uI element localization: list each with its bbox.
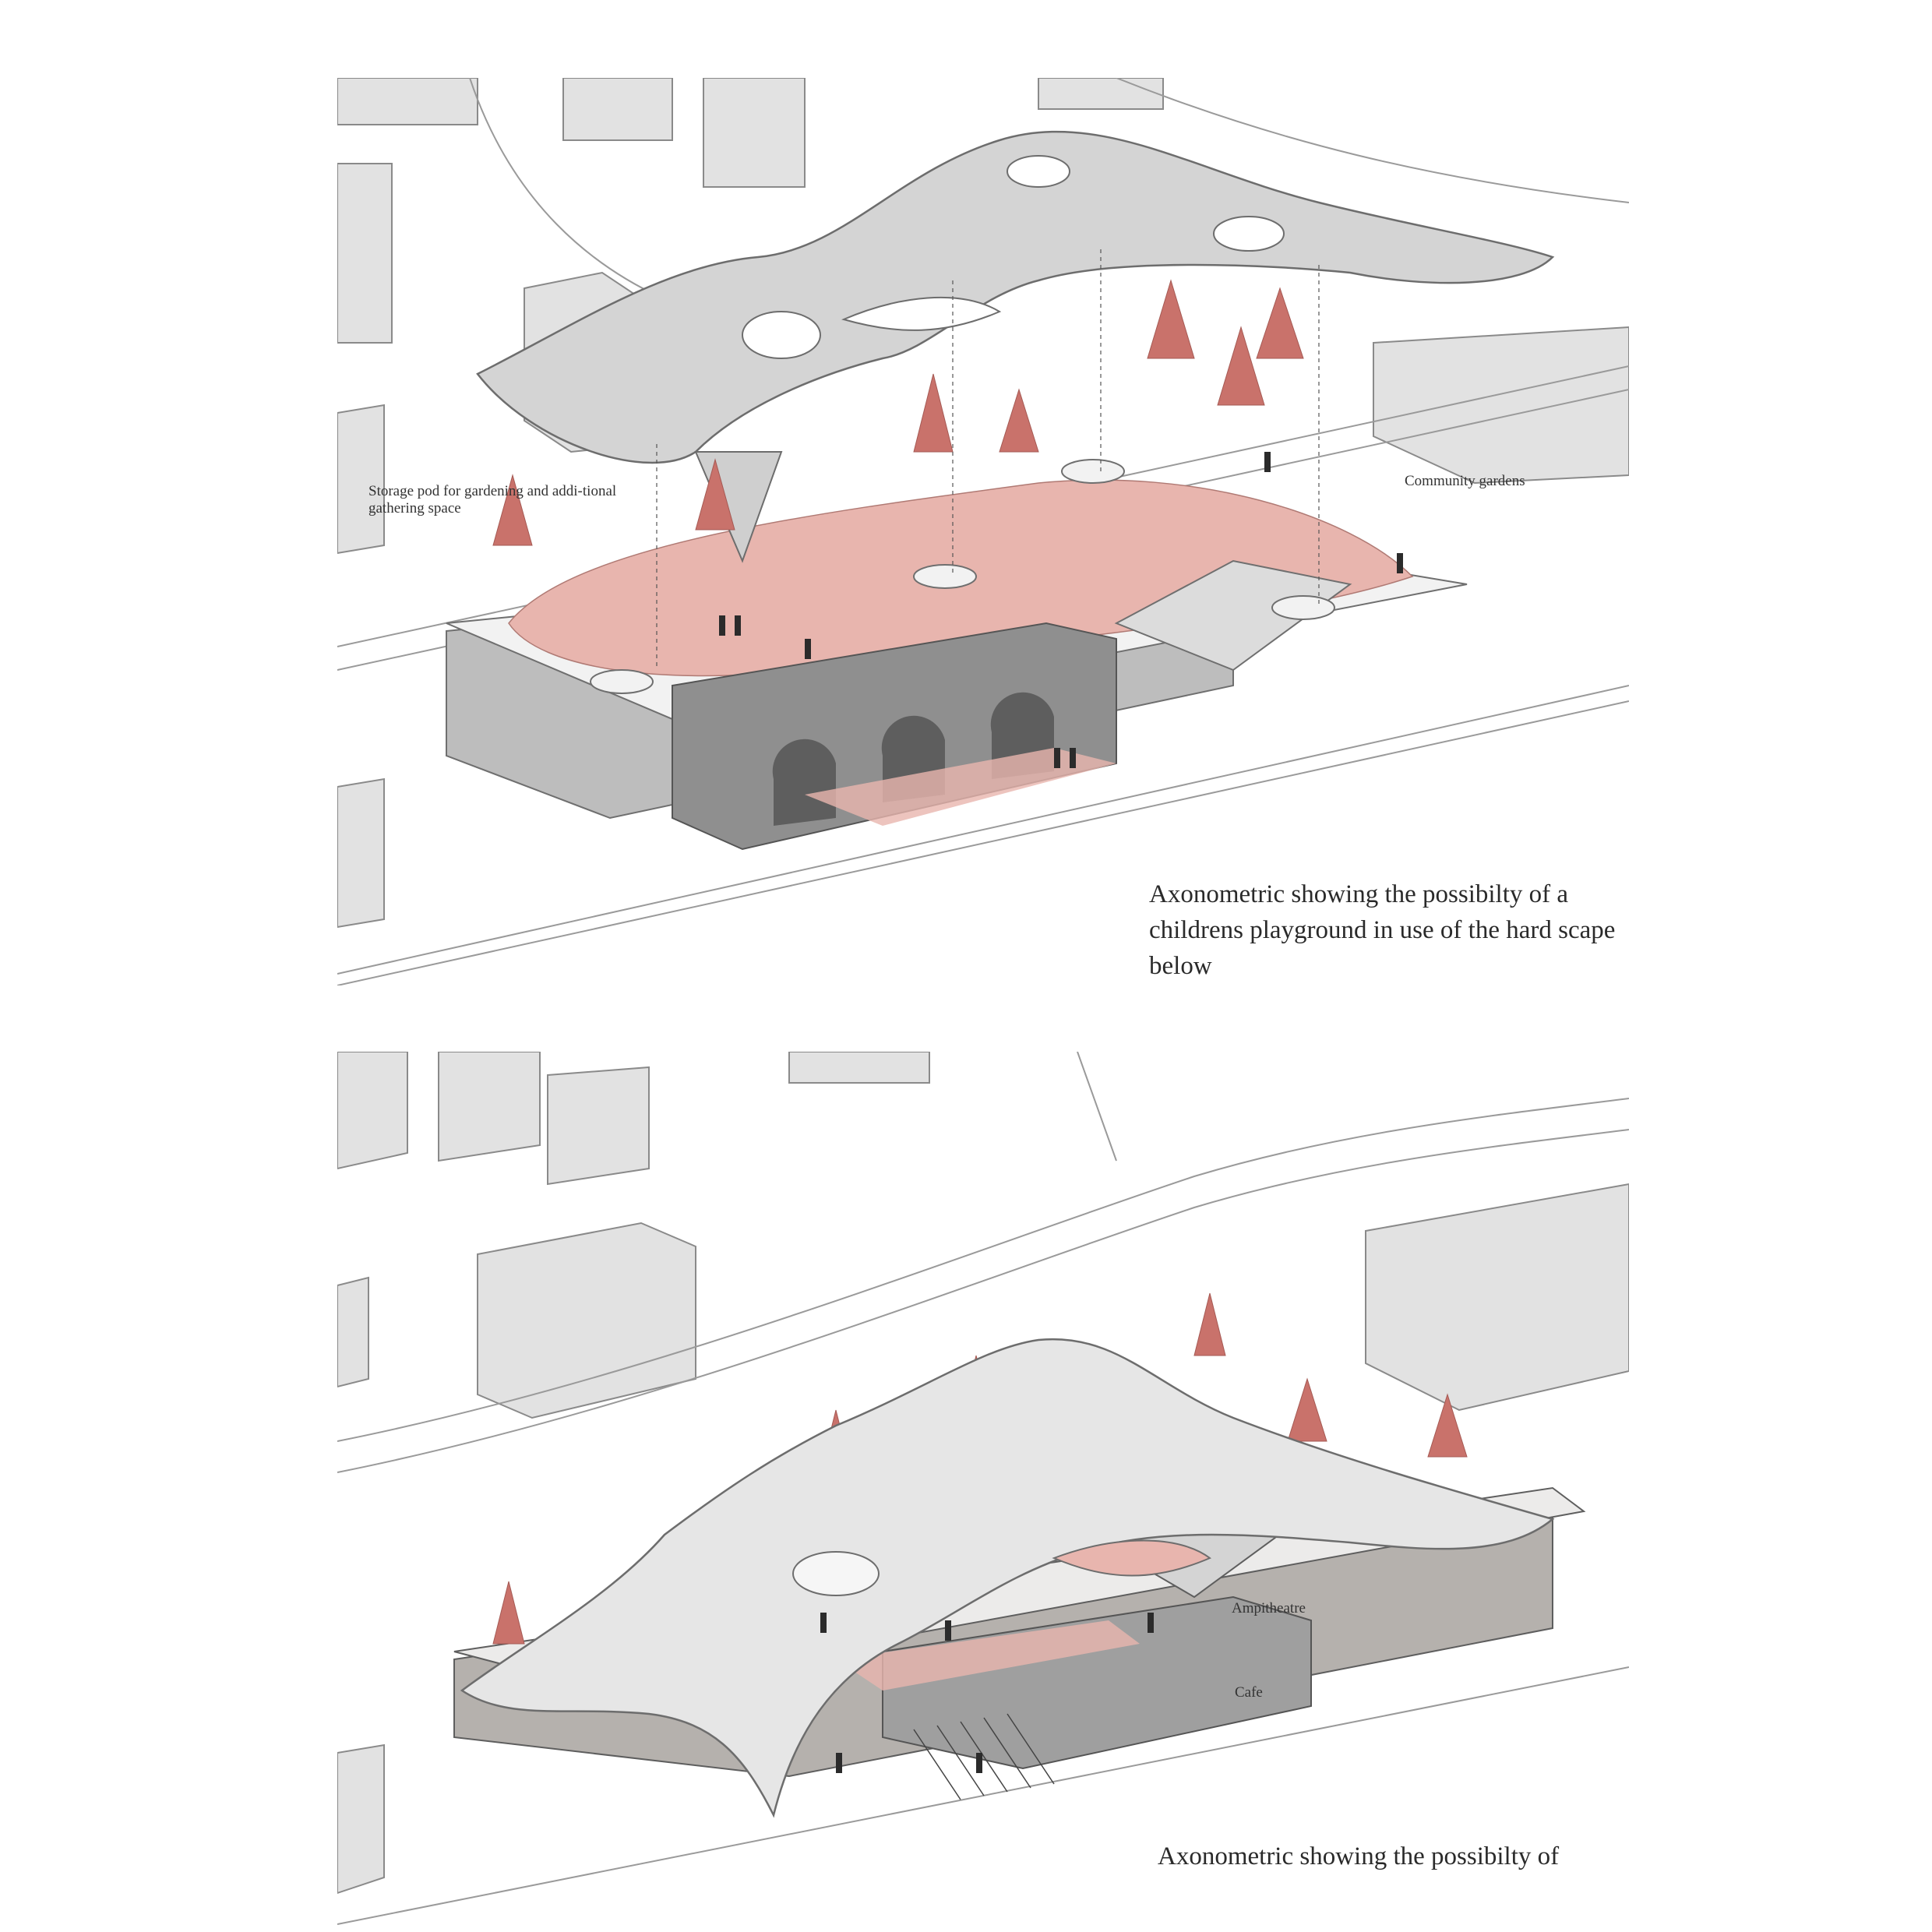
cafe-label: Cafe bbox=[1235, 1684, 1263, 1701]
seating-rows bbox=[913, 1713, 1055, 1800]
people-figures bbox=[820, 1613, 1154, 1773]
ampitheatre-label: Ampitheatre bbox=[1232, 1600, 1306, 1616]
community-gardens-label: Community gardens bbox=[1405, 473, 1525, 489]
trees bbox=[492, 279, 1304, 546]
context-buildings bbox=[337, 1052, 1629, 1895]
bottom-axonometric-panel: Ampitheatre Cafe Axonometric showing the… bbox=[337, 1052, 1629, 1932]
street-lines bbox=[337, 1052, 1629, 1925]
top-axonometric-panel: Storage pod for gardening and addi-tiona… bbox=[337, 78, 1629, 985]
top-axonometric-drawing bbox=[337, 78, 1629, 985]
projection-lines bbox=[656, 249, 1320, 670]
storage-pod-label: Storage pod for gardening and addi-tiona… bbox=[368, 483, 617, 516]
lattice-canopy bbox=[460, 1338, 1555, 1818]
bottom-axonometric-drawing bbox=[337, 1052, 1629, 1925]
people-figures bbox=[719, 452, 1403, 768]
building-platform bbox=[446, 479, 1468, 851]
top-caption: Axonometric showing the possibilty of a … bbox=[1149, 880, 1616, 981]
circular-planters bbox=[590, 459, 1335, 694]
bottom-caption: Axonometric showing the possibilty of bbox=[1158, 1842, 1560, 1870]
